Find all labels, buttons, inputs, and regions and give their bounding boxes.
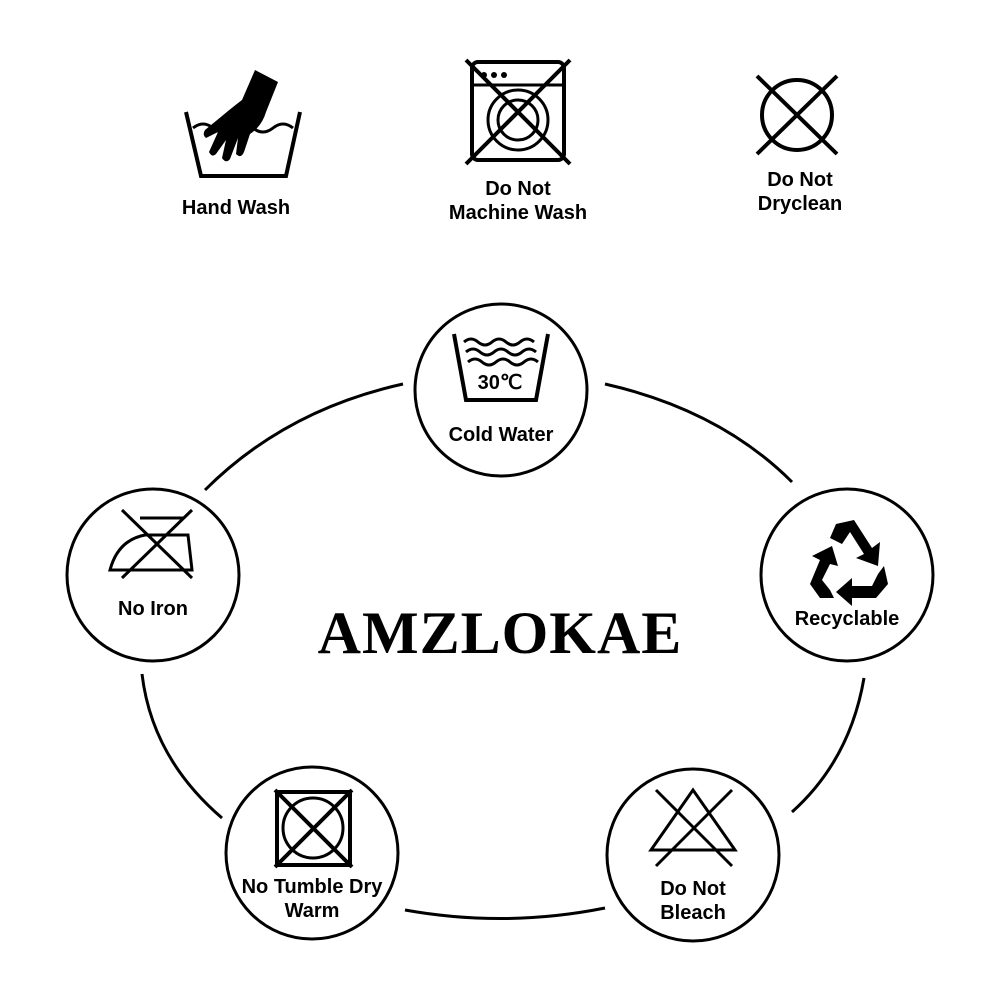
- cold-water-circle: [413, 302, 589, 478]
- recyclable-circle: [759, 487, 935, 663]
- connector-arc: [790, 677, 866, 814]
- brand-name: AMZLOKAE: [317, 600, 683, 666]
- temperature-label: 30℃: [478, 372, 523, 394]
- no-bleach-circle: [605, 767, 781, 943]
- recycle-icon: [810, 520, 888, 606]
- cold-water-wash-icon: 30℃: [452, 333, 550, 402]
- connector-ring: [140, 382, 866, 921]
- no-dryclean-icon: [755, 74, 839, 156]
- hand-wash-label: Hand Wash: [181, 197, 291, 219]
- connector-arc: [604, 382, 794, 484]
- no-iron-label: No Iron: [118, 598, 188, 620]
- no-machine-wash-icon: [464, 58, 572, 166]
- no-machine-wash-label: Do Not Machine Wash: [448, 178, 588, 224]
- cold-water-label: Cold Water: [448, 424, 554, 446]
- no-tumble-dry-circle: [224, 765, 400, 941]
- no-iron-circle: [65, 487, 241, 663]
- connector-arc: [140, 673, 223, 820]
- recyclable-label: Recyclable: [794, 608, 900, 630]
- connector-arc: [203, 382, 404, 492]
- no-tumble-dry-label: No Tumble Dry Warm: [241, 876, 383, 922]
- no-dryclean-label: Do Not Dryclean: [757, 169, 843, 215]
- connector-arc: [404, 906, 606, 921]
- no-bleach-icon: [648, 787, 738, 868]
- no-iron-icon: [108, 508, 194, 580]
- hand-wash-icon: [184, 70, 302, 178]
- no-tumble-dry-icon: [273, 788, 354, 869]
- no-bleach-label: Do Not Bleach: [660, 878, 726, 924]
